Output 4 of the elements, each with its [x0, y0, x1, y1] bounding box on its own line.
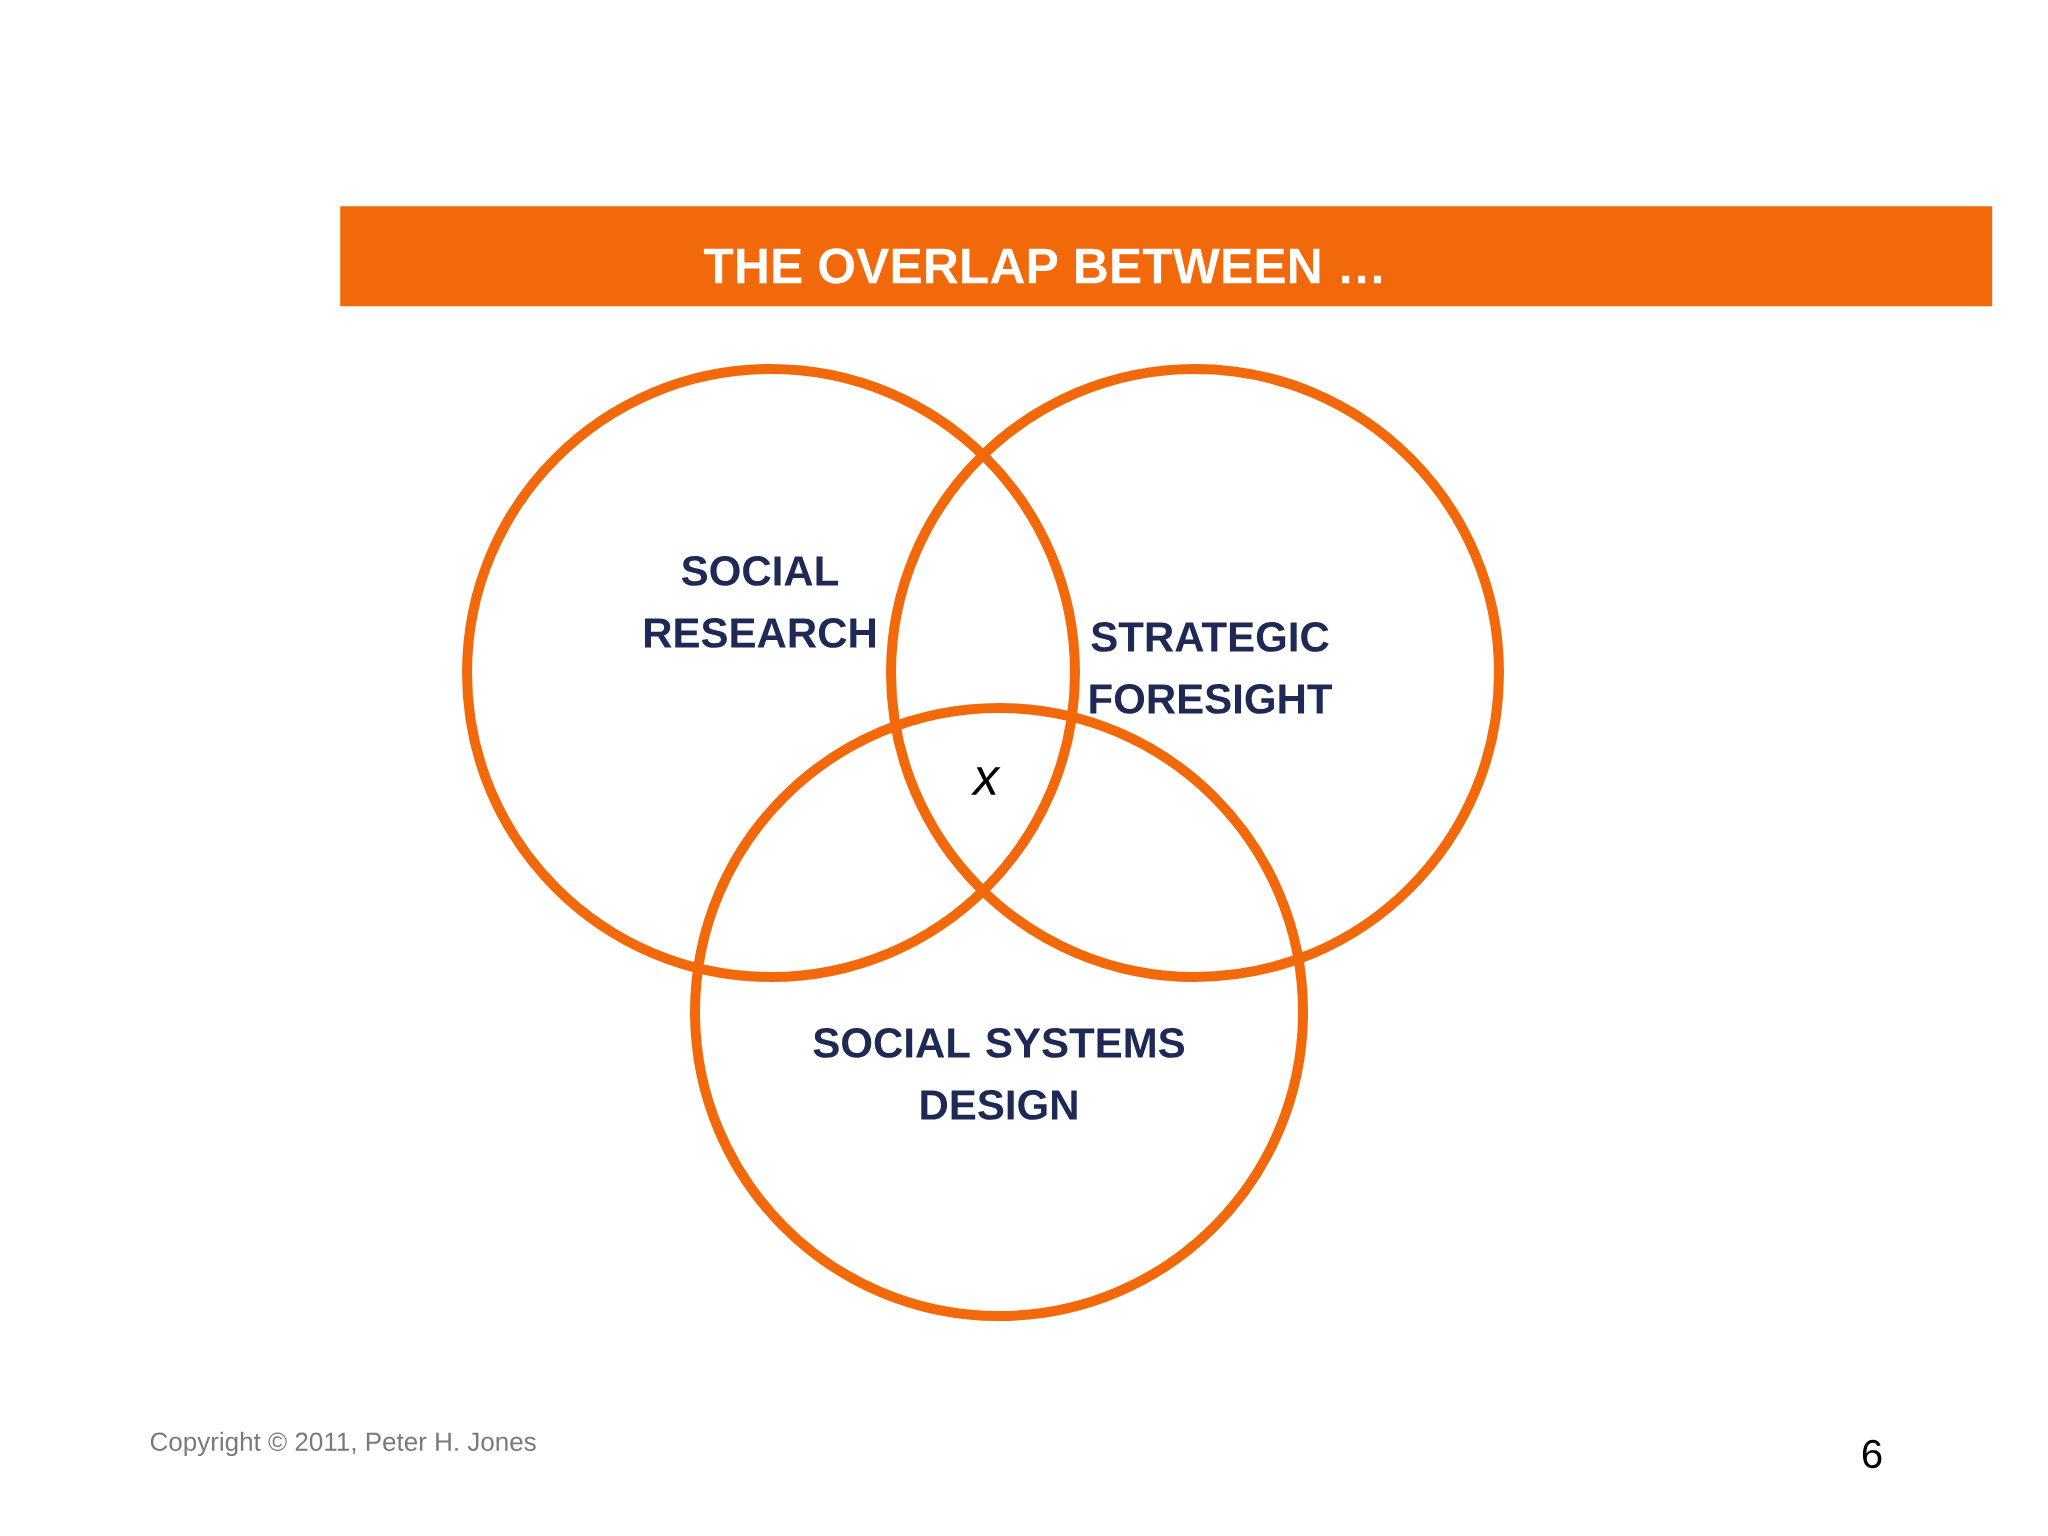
variable-label: x	[970, 767, 1001, 795]
title-banner: THE OVERLAP BETWEEN …	[340, 206, 1993, 307]
copyright-note: Copyright © 2011, Peter H. Jones	[150, 1431, 536, 1457]
page-number: 6	[1862, 1439, 1882, 1469]
